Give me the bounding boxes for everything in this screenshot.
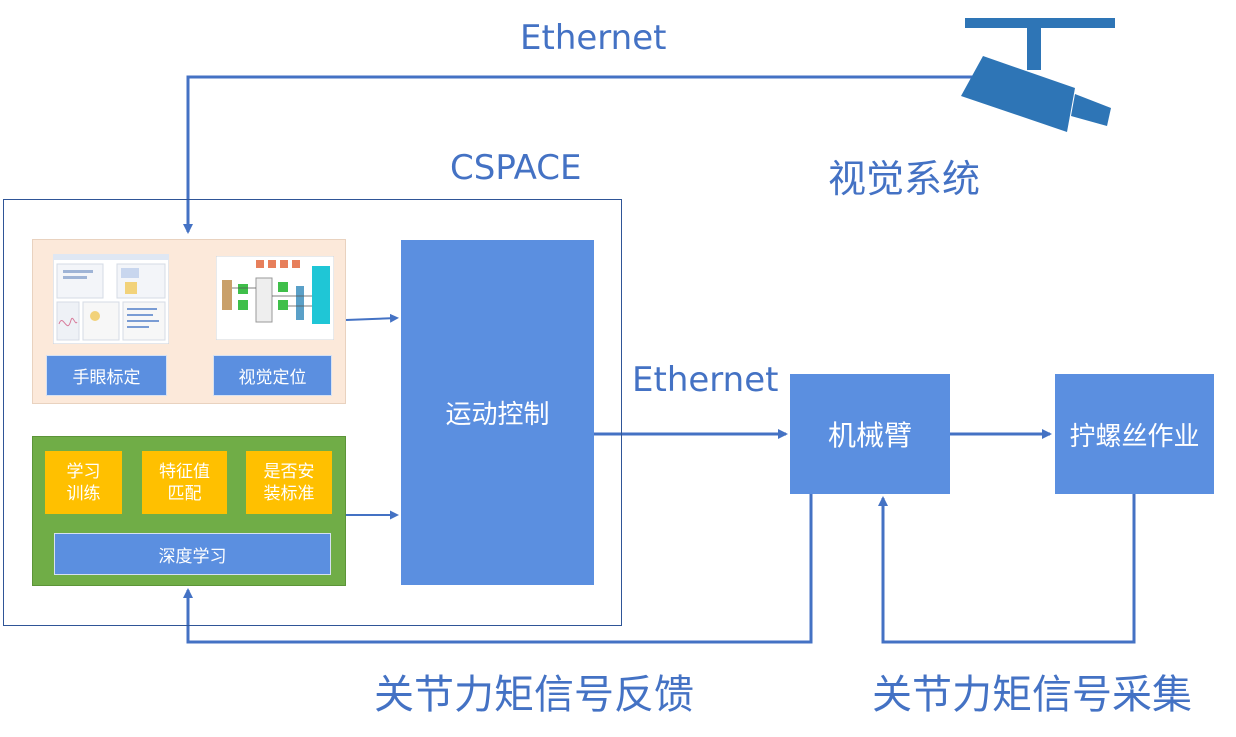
learning-training-node: 学习 训练 xyxy=(45,451,122,514)
calibration-screenshot-thumbnail xyxy=(53,254,169,344)
visual-locate-screenshot-thumbnail xyxy=(216,256,334,340)
learning-training-line1: 学习 xyxy=(66,461,101,482)
feature-matching-node: 特征值 匹配 xyxy=(142,451,227,514)
ethernet-top-label: Ethernet xyxy=(520,18,667,58)
install-standard-node: 是否安 装标准 xyxy=(246,451,332,514)
feature-matching-line2: 匹配 xyxy=(167,483,202,504)
install-standard-line2: 装标准 xyxy=(263,483,315,504)
robot-arm-node: 机械臂 xyxy=(790,374,950,494)
vision-to-motion-arrow xyxy=(345,313,399,323)
ethernet-mid-label: Ethernet xyxy=(632,360,779,400)
install-standard-line1: 是否安 xyxy=(263,461,315,482)
screw-task-node: 拧螺丝作业 xyxy=(1055,374,1214,494)
vision-system-label: 视觉系统 xyxy=(828,157,981,201)
cspace-label: CSPACE xyxy=(450,148,582,188)
torque-feedback-connector xyxy=(183,494,813,644)
visual-locate-node: 视觉定位 xyxy=(213,355,332,396)
torque-feedback-label: 关节力矩信号反馈 xyxy=(374,672,694,718)
torque-collect-connector xyxy=(878,494,1136,644)
ethernet-top-connector xyxy=(183,75,978,234)
feature-matching-line1: 特征值 xyxy=(159,461,210,482)
learning-training-line2: 训练 xyxy=(66,483,101,504)
cspace-container xyxy=(3,199,622,626)
hand-eye-calibration-node: 手眼标定 xyxy=(46,355,167,396)
torque-collect-label: 关节力矩信号采集 xyxy=(872,672,1192,718)
surveillance-camera-icon xyxy=(961,18,1115,132)
deep-learning-node: 深度学习 xyxy=(54,533,331,575)
motion-control-node: 运动控制 xyxy=(401,240,594,585)
